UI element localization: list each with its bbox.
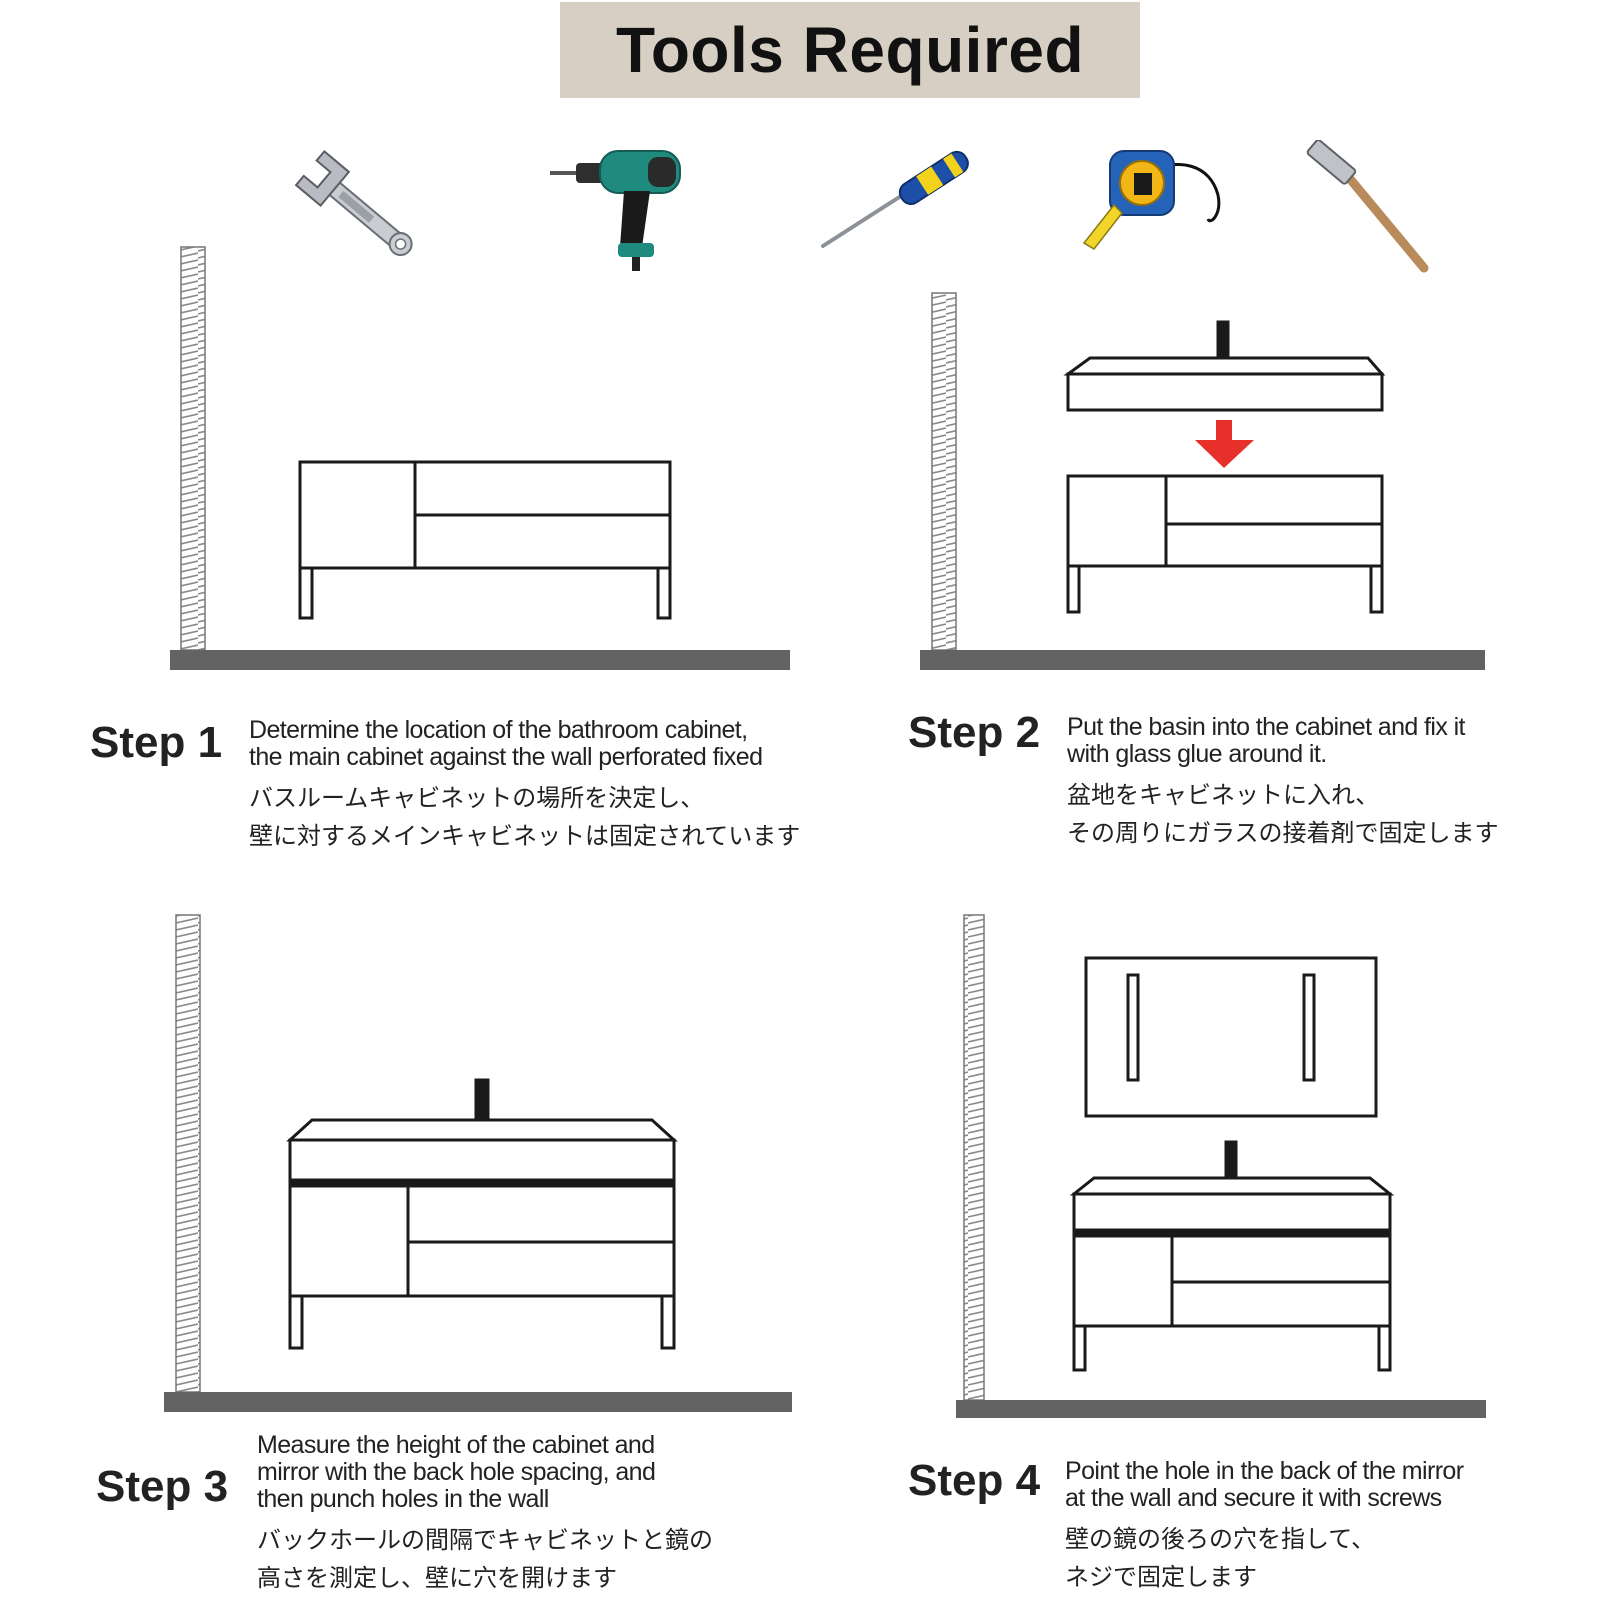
step-1-label: Step 1 <box>90 718 223 767</box>
step-2-illustration <box>920 292 1485 670</box>
step-1-jp-line: バスルームキャビネットの場所を決定し、 <box>249 784 705 812</box>
step-1-en-line: Determine the location of the bathroom c… <box>249 716 748 744</box>
hammer-icon <box>1306 140 1429 273</box>
floor <box>920 650 1485 670</box>
step-4-en-line: at the wall and secure it with screws <box>1065 1484 1442 1512</box>
step-3-en-line: mirror with the back hole spacing, and <box>257 1458 656 1486</box>
step-3-label: Step 3 <box>96 1462 229 1511</box>
step-1-jp-line: 壁に対するメインキャビネットは固定されています <box>249 822 801 850</box>
step-3-jp-line: 高さを測定し、壁に穴を開けます <box>257 1564 617 1592</box>
step-2-description: Put the basin into the cabinet and fix i… <box>1067 714 1499 852</box>
step-2-en-line: Put the basin into the cabinet and fix i… <box>1067 713 1466 741</box>
wall <box>180 246 206 651</box>
floor <box>170 650 790 670</box>
step-3-jp-line: バックホールの間隔でキャビネットと鏡の <box>257 1526 713 1554</box>
step-3-description: Measure the height of the cabinet and mi… <box>257 1432 713 1597</box>
mirror <box>1084 956 1378 1118</box>
wrench-icon <box>294 149 413 257</box>
step-4-label: Step 4 <box>908 1456 1041 1505</box>
step-4-jp-line: 壁の鏡の後ろの穴を指して、 <box>1065 1525 1376 1553</box>
step-1-en-line: the main cabinet against the wall perfor… <box>249 743 763 771</box>
step-3-en-line: Measure the height of the cabinet and <box>257 1431 655 1459</box>
vanity <box>1069 1140 1395 1372</box>
floor <box>956 1400 1486 1418</box>
step-4-description: Point the hole in the back of the mirror… <box>1065 1457 1464 1596</box>
wall <box>963 914 985 1401</box>
step-2-jp-line: 盆地をキャビネットに入れ、 <box>1067 781 1380 809</box>
down-arrow-icon <box>1195 420 1254 468</box>
wall <box>931 292 957 651</box>
screwdriver-icon <box>821 150 969 248</box>
step-4-en-line: Point the hole in the back of the mirror <box>1065 1457 1464 1485</box>
step-3-illustration <box>164 914 792 1412</box>
step-2-jp-line: その周りにガラスの接着剤で固定します <box>1067 819 1499 847</box>
impact-drill-icon <box>550 150 681 271</box>
wall <box>175 914 201 1393</box>
step-3-en-line: then punch holes in the wall <box>257 1485 549 1513</box>
page-title: Tools Required <box>615 14 1085 86</box>
floor <box>164 1392 792 1412</box>
cabinet <box>1066 474 1384 614</box>
step-1-description: Determine the location of the bathroom c… <box>249 717 800 855</box>
cabinet <box>298 460 672 620</box>
step-2-label: Step 2 <box>908 708 1041 757</box>
vanity <box>286 1078 678 1350</box>
step-2-en-line: with glass glue around it. <box>1067 740 1327 768</box>
step-1-illustration <box>170 246 790 670</box>
tools-required-banner: Tools Required <box>560 2 1140 98</box>
basin <box>1063 320 1386 412</box>
step-4-illustration <box>956 914 1486 1418</box>
step-4-jp-line: ネジで固定します <box>1065 1563 1257 1591</box>
tape-measure-icon <box>1082 150 1221 250</box>
